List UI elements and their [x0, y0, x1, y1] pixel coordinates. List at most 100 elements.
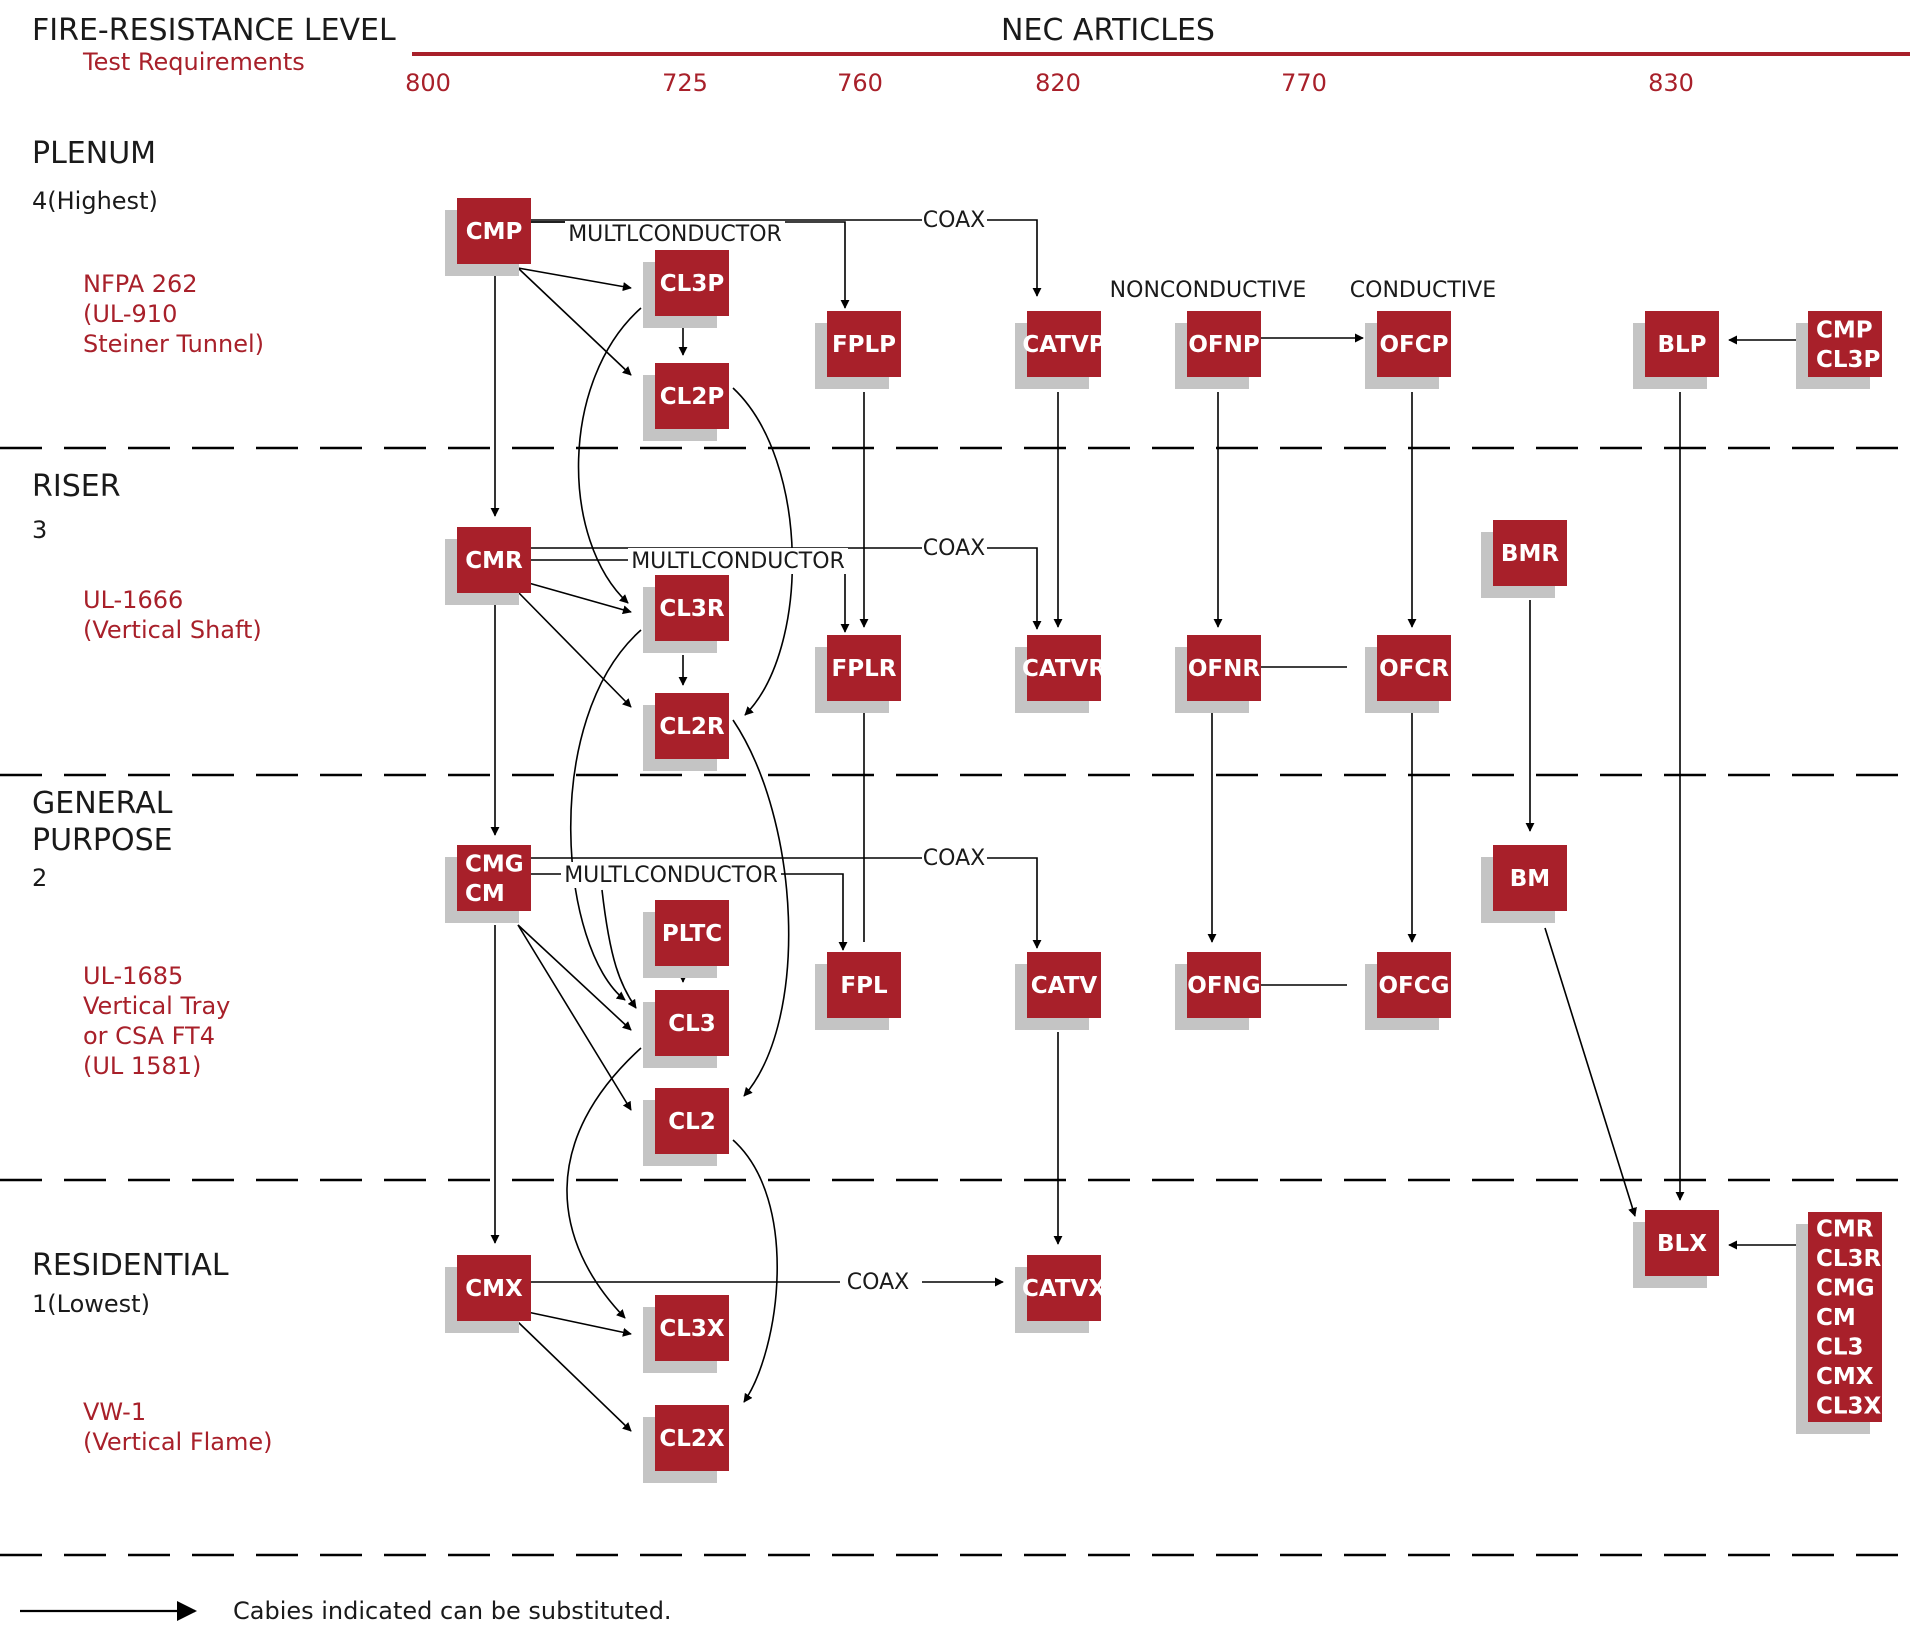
edge-label-coax: COAX: [923, 536, 985, 561]
node-box: [1027, 311, 1101, 377]
node-box: [655, 693, 729, 759]
node-label: CL3P: [660, 271, 724, 297]
node-box: [1187, 311, 1261, 377]
node-box: [1377, 635, 1451, 701]
test-requirement: or CSA FT4: [83, 1022, 215, 1050]
edge-label-bg: [923, 845, 985, 871]
node-box: [827, 311, 901, 377]
node-box: [1027, 952, 1101, 1018]
node-label: FPL: [840, 973, 888, 999]
node-label: CL2R: [659, 714, 725, 740]
node-label: BLX: [1657, 1231, 1707, 1257]
node-label: CL2: [668, 1109, 716, 1135]
cable-blp: BLP: [1633, 311, 1719, 389]
substitution-edge: [517, 924, 632, 1111]
node-label: BLP: [1657, 332, 1706, 358]
node-label: CMG: [1816, 1276, 1875, 1302]
cable-cmx: CMX: [445, 1255, 531, 1333]
test-requirement: UL-1685: [83, 962, 183, 990]
node-box: [1645, 311, 1719, 377]
edge-label-multiconductor: MULTLCONDUCTOR: [564, 863, 778, 888]
node-box: [457, 527, 531, 593]
cable-cl2p: CL2P: [643, 363, 729, 441]
node-box: [827, 635, 901, 701]
node-label: CL2X: [659, 1426, 725, 1452]
cable-cl3: CL3: [643, 990, 729, 1068]
node-box: [1027, 1255, 1101, 1321]
cable-pltc: PLTC: [643, 900, 729, 978]
fire-resistance-header: FIRE-RESISTANCE LEVEL: [32, 13, 396, 48]
node-box: [655, 900, 729, 966]
node-label: FPLP: [832, 332, 896, 358]
substitution-edge: [987, 547, 1042, 630]
article-760: 760: [837, 69, 883, 97]
node-label: CL3P: [1816, 347, 1880, 373]
node-label: CL2P: [660, 384, 724, 410]
level-rank: 3: [32, 516, 47, 544]
cable-cl2: CL2: [643, 1088, 729, 1166]
node-box: [457, 845, 531, 911]
node-label: CM: [1816, 1305, 1856, 1331]
node-box: [655, 1088, 729, 1154]
node-label: CM: [465, 881, 505, 907]
level-name: GENERAL: [32, 786, 173, 821]
cable-ofcg: OFCG: [1365, 952, 1451, 1030]
cable-bmr: BMR: [1481, 520, 1567, 598]
cable-fplr: FPLR: [815, 635, 901, 713]
test-requirement: (UL 1581): [83, 1052, 201, 1080]
cable-cmpcl3p: CMP CL3P: [1796, 311, 1882, 389]
level-name: RISER: [32, 469, 121, 504]
cable-cmp: CMP: [445, 198, 531, 276]
test-requirement: UL-1666: [83, 586, 183, 614]
article-800: 800: [405, 69, 451, 97]
node-box: [1027, 635, 1101, 701]
cable-bm: BM: [1481, 845, 1567, 923]
substitution-edge: [517, 591, 632, 708]
cable-fplp: FPLP: [815, 311, 901, 389]
node-label: FPLR: [832, 656, 897, 682]
test-requirement: Vertical Tray: [83, 992, 230, 1020]
node-label: OFNP: [1188, 332, 1259, 358]
node-box: [655, 990, 729, 1056]
node-label: CATVX: [1022, 1276, 1106, 1302]
node-label: CMX: [1816, 1364, 1874, 1390]
substitution-edge: [732, 1139, 778, 1403]
node-box: [1493, 845, 1567, 911]
edge-label-bg: [923, 535, 985, 561]
node-label: CATV: [1031, 973, 1098, 999]
cable-catvp: CATVP: [1015, 311, 1106, 389]
level-rank: 2: [32, 864, 47, 892]
node-box: [457, 1255, 531, 1321]
substitution-edge: [987, 219, 1042, 297]
node-label: OFNG: [1187, 973, 1260, 999]
node-box: [655, 1405, 729, 1471]
node-label: CL3R: [1816, 1246, 1882, 1272]
edge-label-multiconductor: MULTLCONDUCTOR: [631, 549, 845, 574]
node-label: CMG: [465, 851, 524, 877]
substitution-edge: [517, 579, 632, 615]
level-rank: 4(Highest): [32, 187, 158, 215]
substitution-edge: [566, 1047, 642, 1319]
node-box: [1645, 1210, 1719, 1276]
node-label: CATVP: [1022, 332, 1105, 358]
node-box: [655, 575, 729, 641]
article-820: 820: [1035, 69, 1081, 97]
edge-label-coax: COAX: [923, 208, 985, 233]
article-770: 770: [1281, 69, 1327, 97]
test-requirement: Steiner Tunnel): [83, 330, 264, 358]
cable-ofng: OFNG: [1175, 952, 1261, 1030]
substitution-edge: [1544, 927, 1637, 1217]
level-name: PURPOSE: [32, 823, 173, 858]
node-label: PLTC: [662, 921, 722, 947]
cable-catv: CATV: [1015, 952, 1101, 1030]
cable-cmr: CMR: [445, 527, 531, 605]
edge-label-coax: COAX: [923, 846, 985, 871]
edge-label-bg: [565, 221, 785, 247]
node-box: [1187, 635, 1261, 701]
edge-label-coax: COAX: [847, 1270, 909, 1295]
node-label: CMP: [1816, 317, 1873, 343]
